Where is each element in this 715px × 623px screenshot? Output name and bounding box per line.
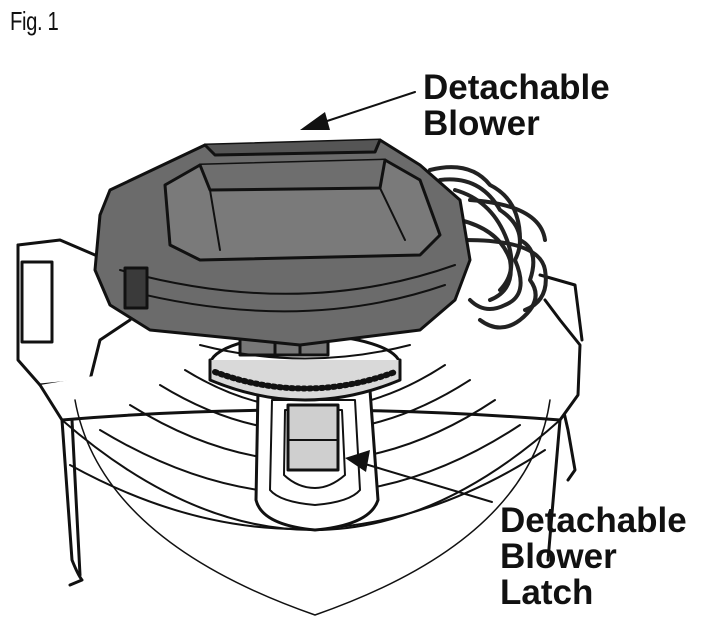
- leader-arrows: [300, 91, 493, 503]
- callout-blower-line2: Blower: [423, 104, 540, 143]
- callout-latch-line3: Latch: [500, 573, 594, 612]
- callout-latch-line1: Detachable: [500, 501, 687, 540]
- callout-detachable-blower-latch: Detachable Blower Latch: [500, 503, 687, 611]
- detachable-blower: [93, 138, 472, 347]
- figure-label: Fig. 1: [10, 6, 59, 36]
- callout-detachable-blower: Detachable Blower: [423, 70, 610, 142]
- callout-blower-line1: Detachable: [423, 68, 610, 107]
- blower-latch: [286, 403, 340, 472]
- callout-latch-line2: Blower: [500, 537, 617, 576]
- power-cord: [428, 165, 548, 330]
